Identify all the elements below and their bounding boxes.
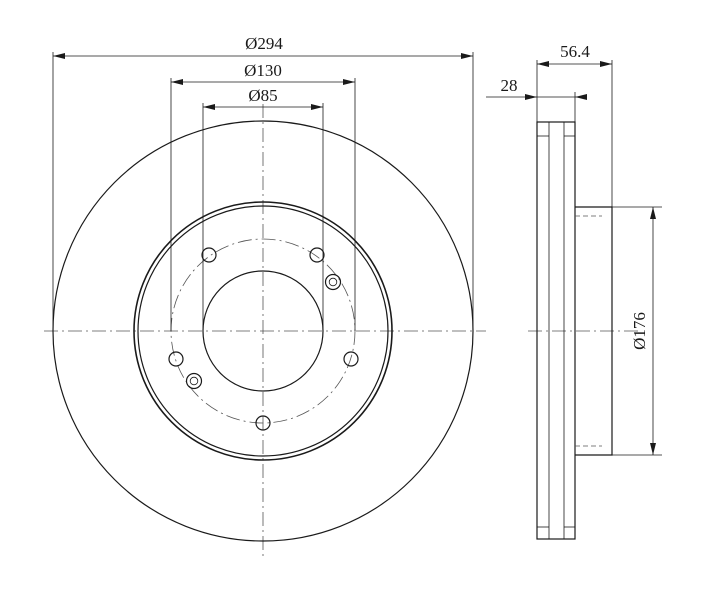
locator-hole-inner [189, 376, 199, 386]
arrow-head [203, 104, 215, 110]
locator-hole [324, 273, 342, 291]
bolt-circle-label: Ø130 [244, 61, 282, 80]
bolt-hole [255, 415, 271, 431]
locator-hole [185, 372, 203, 390]
dim-disc-thickness: 28 [486, 76, 587, 122]
dim-outer-diameter: Ø294 [52, 34, 474, 331]
overall-height-label: 56.4 [560, 42, 590, 61]
side-view: 56.4 28 Ø176 [486, 42, 662, 540]
outer-diameter-label: Ø294 [245, 34, 283, 53]
dim-center-bore: Ø85 [202, 86, 324, 331]
disc-thickness-label: 28 [501, 76, 518, 95]
front-view: Ø294 Ø130 Ø85 [44, 34, 486, 556]
arrow-head [311, 104, 323, 110]
hat-inner-ring [137, 205, 389, 457]
arrow-head [461, 53, 473, 59]
center-bore-label: Ø85 [248, 86, 277, 105]
dim-bolt-circle: Ø130 [170, 61, 356, 331]
arrow-head [171, 79, 183, 85]
disc-profile [536, 121, 576, 540]
arrow-head [537, 61, 549, 67]
bolt-hole [343, 351, 359, 367]
arrow-head [343, 79, 355, 85]
hat-outer-ring [133, 201, 393, 461]
dim-hat-diameter: Ø176 [612, 206, 662, 456]
arrow-head [650, 443, 656, 455]
arrow-head [650, 207, 656, 219]
arrow-head [525, 94, 537, 100]
arrow-head [600, 61, 612, 67]
dim-overall-height: 56.4 [536, 42, 613, 207]
arrow-head [575, 94, 587, 100]
hat-profile [575, 206, 613, 456]
arrow-head [53, 53, 65, 59]
hat-diameter-label: Ø176 [630, 312, 649, 350]
bolt-hole [201, 247, 217, 263]
locator-hole-inner [328, 277, 338, 287]
bolt-hole [309, 247, 325, 263]
bolt-hole [168, 351, 184, 367]
